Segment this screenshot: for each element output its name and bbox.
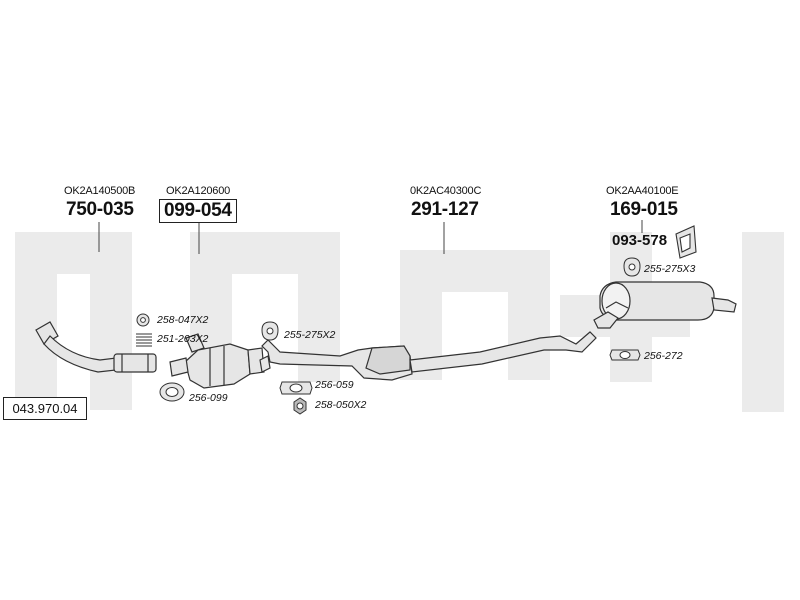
center-pipe[interactable] [259,331,597,381]
part-label-256-272: 256-272 [644,350,683,362]
part-number-750-035[interactable]: 750-035 [66,199,134,220]
oe-code: OK2AA40100E [606,185,679,197]
spring-251-203-icon[interactable] [136,333,152,347]
oe-code: 0K2AC40300C [410,185,482,197]
part-number-169-015[interactable]: 169-015 [610,199,678,220]
gasket-256-059-icon[interactable] [279,381,313,395]
part-label-255-275: 255-275X2 [284,329,336,341]
gasket-256-272-icon[interactable] [609,349,641,361]
part-label-258-047: 258-047X2 [157,314,209,326]
oe-code: OK2A140500B [64,185,136,197]
catalytic-converter[interactable] [169,333,265,389]
part-number-291-127[interactable]: 291-127 [411,199,479,220]
bracket-093-578[interactable] [675,225,697,259]
oe-code: OK2A120600 [166,185,231,197]
front-pipe[interactable] [35,321,157,373]
gasket-256-099-icon[interactable] [159,382,185,402]
reference-number: 043.970.04 [3,397,87,420]
rubber-mount-255-275x3-icon[interactable] [623,257,641,277]
part-number-093-578[interactable]: 093-578 [612,232,668,249]
brand-watermark [15,232,784,412]
part-label-256-059: 256-059 [315,379,354,391]
part-label-256-099: 256-099 [189,392,228,404]
nut-258-050-icon[interactable] [293,397,307,415]
rubber-mount-255-275-icon[interactable] [261,321,279,341]
part-label-255-275x3: 255-275X3 [644,263,696,275]
part-number-099-054[interactable]: 099-054 [159,199,237,223]
part-label-258-050: 258-050X2 [315,399,367,411]
nut-258-047-icon[interactable] [136,313,150,327]
part-label-251-203: 251-203X2 [157,333,209,345]
rear-muffler[interactable] [593,281,737,329]
leader-lines [98,220,643,254]
